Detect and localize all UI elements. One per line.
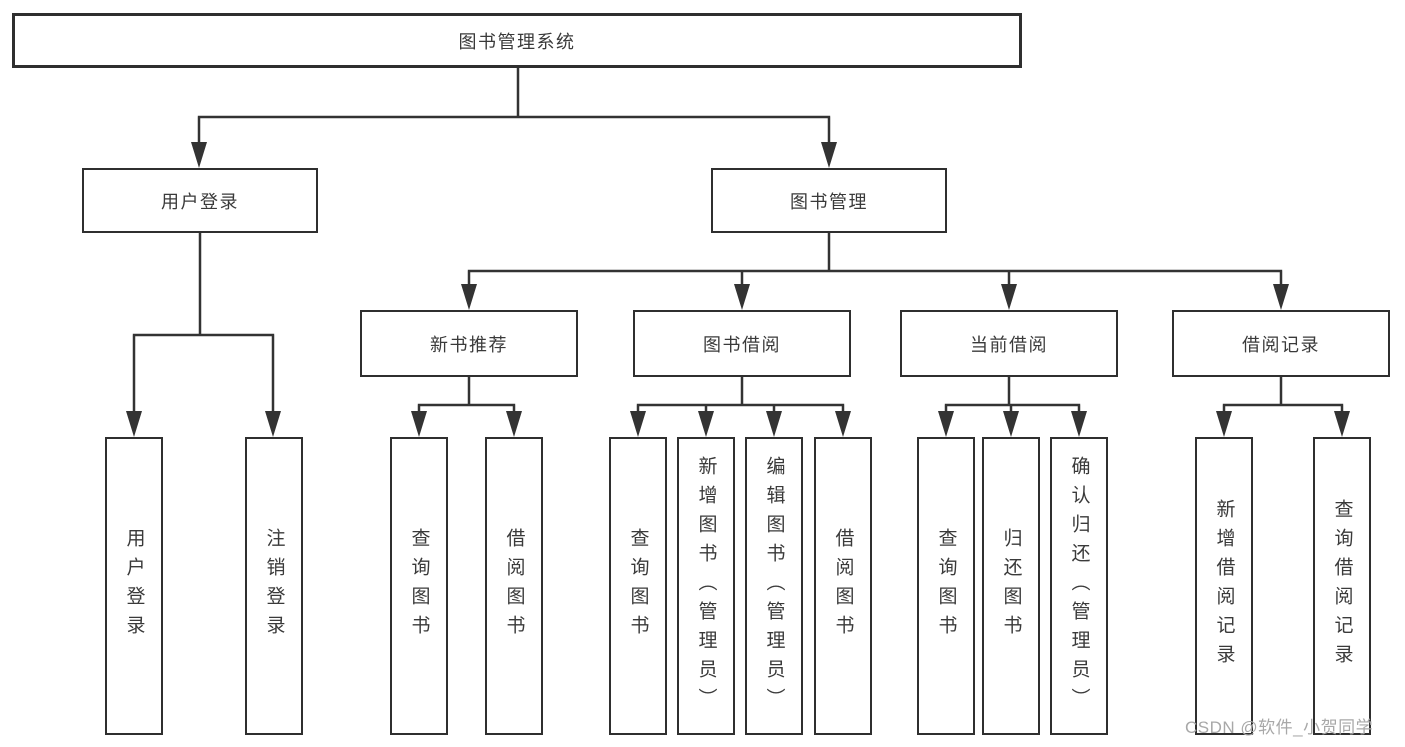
node-borrow-records-label: 借阅记录 [1242, 334, 1320, 355]
node-login-label: 用户登录 [123, 528, 145, 644]
node-records-add: 新增借阅记录 [1195, 437, 1253, 735]
node-book-borrow: 图书借阅 [633, 310, 851, 377]
node-current-borrow-label: 当前借阅 [970, 334, 1048, 355]
csdn-watermark: CSDN @软件_小贺同学 [1185, 718, 1374, 737]
node-newbooks-borrow-label: 借阅图书 [503, 528, 525, 644]
node-newbooks-query: 查询图书 [390, 437, 448, 735]
node-current-borrow: 当前借阅 [900, 310, 1118, 377]
node-login: 用户登录 [105, 437, 163, 735]
node-borrow-edit: 编辑图书（管理员） [745, 437, 803, 735]
node-new-books-label: 新书推荐 [430, 334, 508, 355]
node-current-query: 查询图书 [917, 437, 975, 735]
node-user-login-label: 用户登录 [161, 191, 239, 212]
edge-currentborrow-to-leaves [938, 377, 1087, 437]
node-records-add-label: 新增借阅记录 [1213, 499, 1235, 673]
node-user-login: 用户登录 [82, 168, 318, 233]
edge-bookborrow-to-leaves [630, 377, 851, 437]
node-borrow-edit-label: 编辑图书（管理员） [763, 455, 785, 717]
node-root-label: 图书管理系统 [458, 31, 576, 52]
node-newbooks-borrow: 借阅图书 [485, 437, 543, 735]
edge-root-to-level2 [191, 68, 837, 168]
node-logout-label: 注销登录 [263, 528, 285, 644]
node-records-query: 查询借阅记录 [1313, 437, 1371, 735]
node-borrow-query-label: 查询图书 [627, 528, 649, 644]
node-new-books: 新书推荐 [360, 310, 578, 377]
node-newbooks-query-label: 查询图书 [408, 528, 430, 644]
node-borrow-add-label: 新增图书（管理员） [695, 455, 717, 717]
edge-records-to-leaves [1216, 377, 1350, 437]
node-borrow-records: 借阅记录 [1172, 310, 1390, 377]
edge-bookmgmt-to-level3 [461, 233, 1289, 310]
node-borrow-borrow-label: 借阅图书 [832, 528, 854, 644]
node-borrow-borrow: 借阅图书 [814, 437, 872, 735]
node-book-mgmt-label: 图书管理 [790, 191, 868, 212]
node-borrow-add: 新增图书（管理员） [677, 437, 735, 735]
node-current-return: 归还图书 [982, 437, 1040, 735]
node-current-confirm: 确认归还（管理员） [1050, 437, 1108, 735]
node-current-confirm-label: 确认归还（管理员） [1068, 455, 1090, 717]
node-book-mgmt: 图书管理 [711, 168, 947, 233]
node-book-borrow-label: 图书借阅 [703, 334, 781, 355]
edge-newbooks-to-leaves [411, 377, 522, 437]
node-logout: 注销登录 [245, 437, 303, 735]
node-current-query-label: 查询图书 [935, 528, 957, 644]
node-records-query-label: 查询借阅记录 [1331, 499, 1353, 673]
node-root: 图书管理系统 [12, 13, 1022, 68]
node-current-return-label: 归还图书 [1000, 528, 1022, 644]
edge-userlogin-to-children [126, 233, 281, 437]
node-borrow-query: 查询图书 [609, 437, 667, 735]
